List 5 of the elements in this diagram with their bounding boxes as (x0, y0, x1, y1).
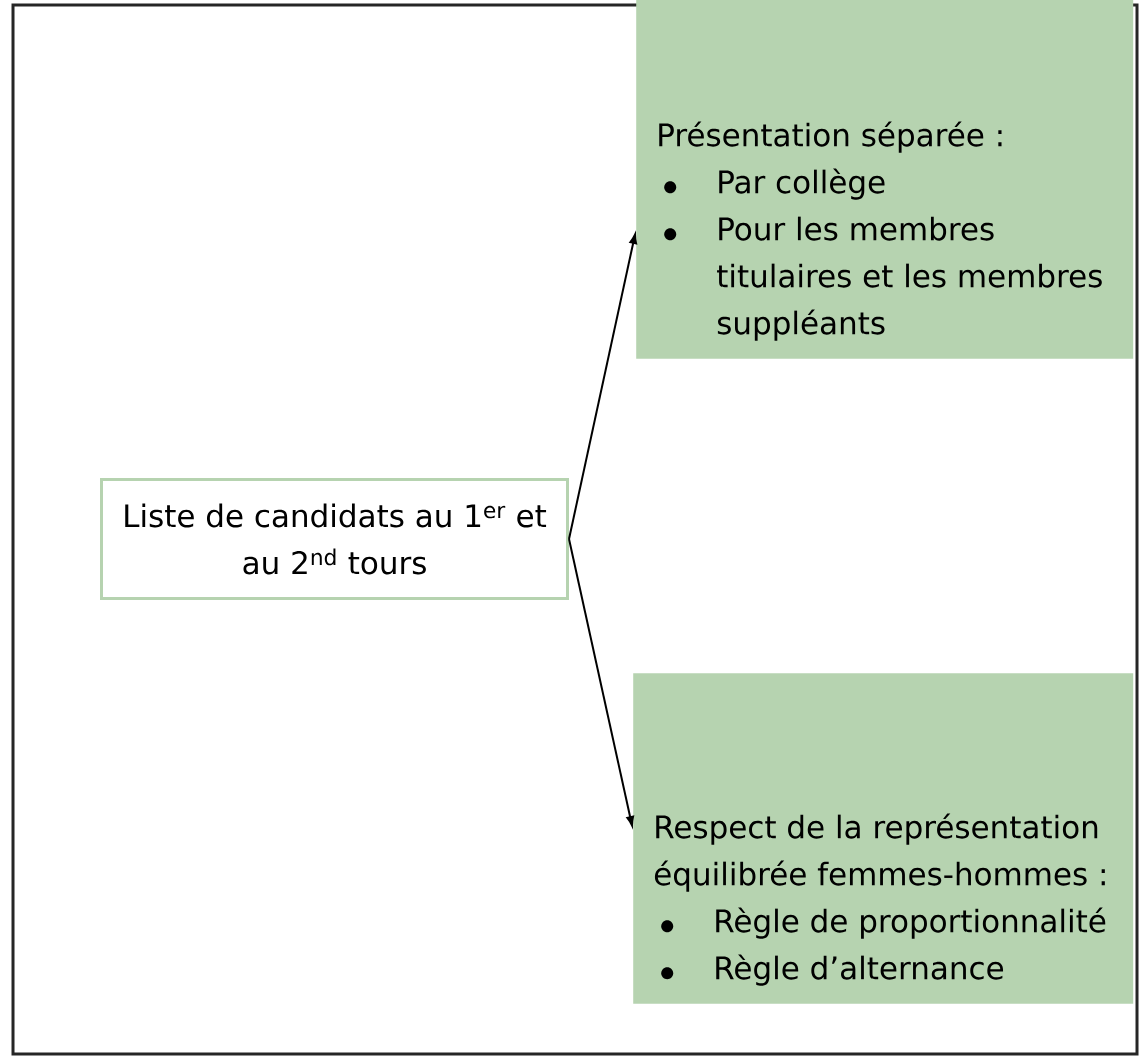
text-box: Liste de candidats au 1$^{er}$ et au 2$^{nd}$ tours (100, 478, 569, 600)
list-box: Respect de la représentation équilibrée femmes-hommes : Règle de proportionnalité Règle d’alternance (633, 673, 1134, 1004)
arrow (568, 233, 638, 540)
arrow (568, 538, 635, 827)
list-box: Présentation séparée : Par collège Pour les membres titulaires et les membres suppléants (636, 0, 1134, 359)
